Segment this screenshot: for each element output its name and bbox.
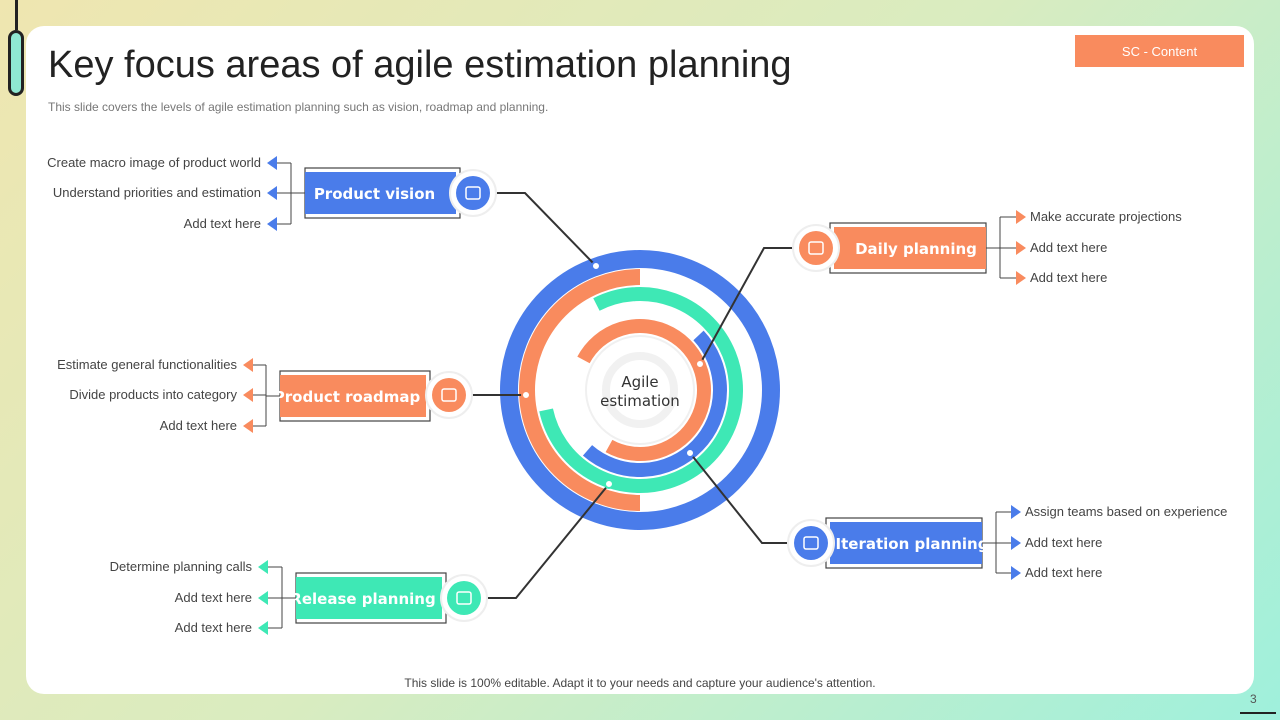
label-text: Product roadmap: [274, 388, 421, 406]
ring-anchor-dot: [685, 448, 695, 458]
arrow-icon: [258, 621, 268, 635]
ring-anchor-dot: [695, 359, 705, 369]
arrow-icon: [243, 419, 253, 433]
arrow-icon: [243, 358, 253, 372]
arrow-icon: [1016, 241, 1026, 255]
decor-pill: [8, 30, 24, 96]
node-iteration-planning: Iteration planning Assign teams based on …: [685, 448, 1227, 580]
list-item: Add text here: [1025, 535, 1102, 550]
connector-line: [699, 247, 795, 365]
page-number: 3: [1250, 692, 1257, 706]
label-text: Iteration planning: [836, 535, 989, 553]
label-text: Release planning: [290, 590, 435, 608]
list-item: Divide products into category: [69, 387, 237, 402]
node-release-planning: Release planning Determine planning calls…: [110, 479, 614, 635]
roadmap-icon-glyph: [441, 388, 457, 402]
laptop-release-icon: [447, 581, 481, 615]
list-item: Add text here: [1030, 270, 1107, 285]
arrow-icon: [1016, 271, 1026, 285]
label-box: [830, 522, 982, 564]
list-item: Make accurate projections: [1030, 209, 1182, 224]
green-ring: [539, 287, 743, 493]
label-box: [280, 375, 426, 417]
footer-note: This slide is 100% editable. Adapt it to…: [404, 676, 876, 690]
laptop-release-icon-glyph: [456, 591, 472, 605]
list-item: Estimate general functionalities: [57, 357, 237, 372]
center-circle: [585, 335, 695, 445]
node-daily-planning: Daily planning Make accurate projectionsA…: [695, 209, 1182, 369]
label-box: [834, 227, 986, 269]
iteration-cycle-icon: [794, 526, 828, 560]
node-product-roadmap: Product roadmap Estimate general function…: [57, 357, 531, 433]
connector-line: [689, 452, 790, 544]
page-number-underline: [1240, 712, 1276, 714]
search-analytics-icon-glyph: [465, 186, 481, 200]
iteration-cycle-icon-glyph: [803, 536, 819, 550]
label-text: Product vision: [314, 185, 435, 203]
connector-line: [495, 192, 597, 267]
calendar-check-icon: [799, 231, 833, 265]
connector-line: [487, 483, 610, 599]
arrow-icon: [1011, 566, 1021, 580]
arrow-icon: [258, 591, 268, 605]
label-box: [296, 577, 442, 619]
ring-anchor-dot: [604, 479, 614, 489]
arrow-icon: [267, 156, 277, 170]
page-subtitle: This slide covers the levels of agile es…: [48, 100, 549, 114]
list-item: Understand priorities and estimation: [53, 185, 261, 200]
gear-icon: [602, 352, 678, 428]
list-item: Add text here: [175, 620, 252, 635]
calendar-check-icon-glyph: [808, 241, 824, 255]
inner-blue-ring: [582, 330, 727, 477]
list-item: Add text here: [184, 216, 261, 231]
search-analytics-icon: [456, 176, 490, 210]
arrow-icon: [243, 388, 253, 402]
list-item: Add text here: [160, 418, 237, 433]
outer-ring: [500, 250, 780, 530]
label-text: Daily planning: [855, 240, 977, 258]
list-item: Determine planning calls: [110, 559, 253, 574]
orange-ring: [519, 269, 641, 511]
inner-orange-ring: [577, 319, 711, 461]
list-item: Add text here: [1025, 565, 1102, 580]
list-item: Add text here: [175, 590, 252, 605]
node-product-vision: Product vision Create macro image of prod…: [47, 155, 601, 271]
arrow-icon: [267, 186, 277, 200]
center-label-line1: Agile: [621, 373, 658, 391]
center-label-line2: estimation: [600, 392, 680, 410]
list-item: Create macro image of product world: [47, 155, 261, 170]
page-title: Key focus areas of agile estimation plan…: [48, 44, 792, 86]
ring-anchor-dot: [591, 261, 601, 271]
arrow-icon: [258, 560, 268, 574]
arrow-icon: [267, 217, 277, 231]
roadmap-icon: [432, 378, 466, 412]
ring-anchor-dot: [521, 390, 531, 400]
decor-line: [15, 0, 18, 30]
list-item: Assign teams based on experience: [1025, 504, 1227, 519]
arrow-icon: [1016, 210, 1026, 224]
list-item: Add text here: [1030, 240, 1107, 255]
arrow-icon: [1011, 505, 1021, 519]
content-tag: SC - Content: [1075, 35, 1244, 67]
arrow-icon: [1011, 536, 1021, 550]
label-box: [305, 172, 456, 214]
